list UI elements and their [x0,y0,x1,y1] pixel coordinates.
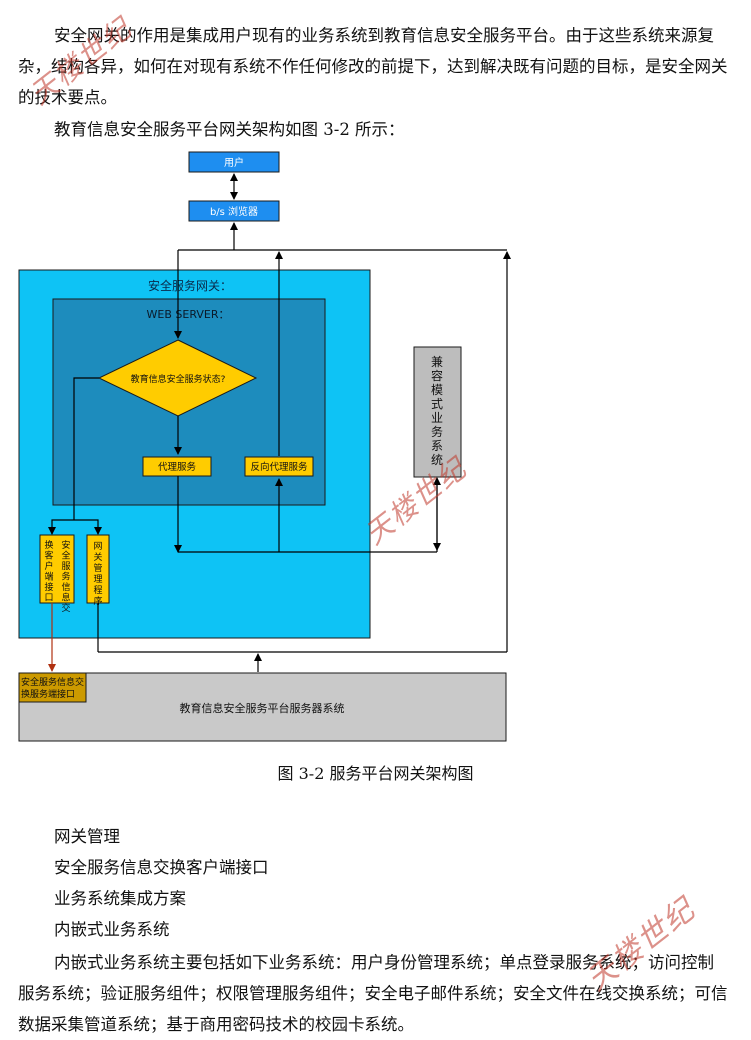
server-interface-node [18,672,87,703]
proxy-node [142,456,212,477]
server-interface-label: 安全服务信息交换服务端接口 [21,676,84,700]
browser-label: b/s 浏览器 [210,205,258,218]
reverse-proxy-node [244,456,314,477]
browser-node [188,200,280,222]
client-interface-node [39,534,75,604]
figure-intro: 教育信息安全服务平台网关架构如图 3-2 所示： [54,120,405,139]
user-label: 用户 [224,156,244,169]
server-system-node [18,672,507,742]
intro-paragraph: 安全网关的作用是集成用户现有的业务系统到教育信息安全服务平台。由于这些系统来源复… [18,26,728,107]
list-item: 内嵌式业务系统 [54,920,170,939]
reverse-proxy-label: 反向代理服务 [250,461,308,473]
proxy-label: 代理服务 [158,461,197,473]
compat-system-node [413,346,462,478]
list-item: 网关管理 [54,827,120,846]
webserver-label: WEB SERVER： [147,308,230,321]
figure-caption: 图 3-2 服务平台网关架构图 [277,764,474,783]
list-item: 业务系统集成方案 [54,889,186,908]
server-system-label: 教育信息安全服务平台服务器系统 [180,701,345,715]
compat-system-label: 兼容模式业务系统 [431,355,443,467]
user-node [188,151,280,173]
gateway-label: 安全服务网关： [148,278,232,293]
gateway-mgmt-label: 网关管理程序 [93,541,102,607]
client-interface-label: 安全服务信息交换客户端接口 [44,539,70,614]
list-item: 安全服务信息交换客户端接口 [54,858,269,877]
embedded-paragraph: 内嵌式业务系统主要包括如下业务系统：用户身份管理系统；单点登录服务系统；访问控制… [18,953,728,1034]
decision-label: 教育信息安全服务状态? [131,373,226,385]
gateway-architecture-diagram: 安全服务网关： WEB SERVER： 用户 b/s 浏览器 教育信息安全服务状… [18,151,511,742]
